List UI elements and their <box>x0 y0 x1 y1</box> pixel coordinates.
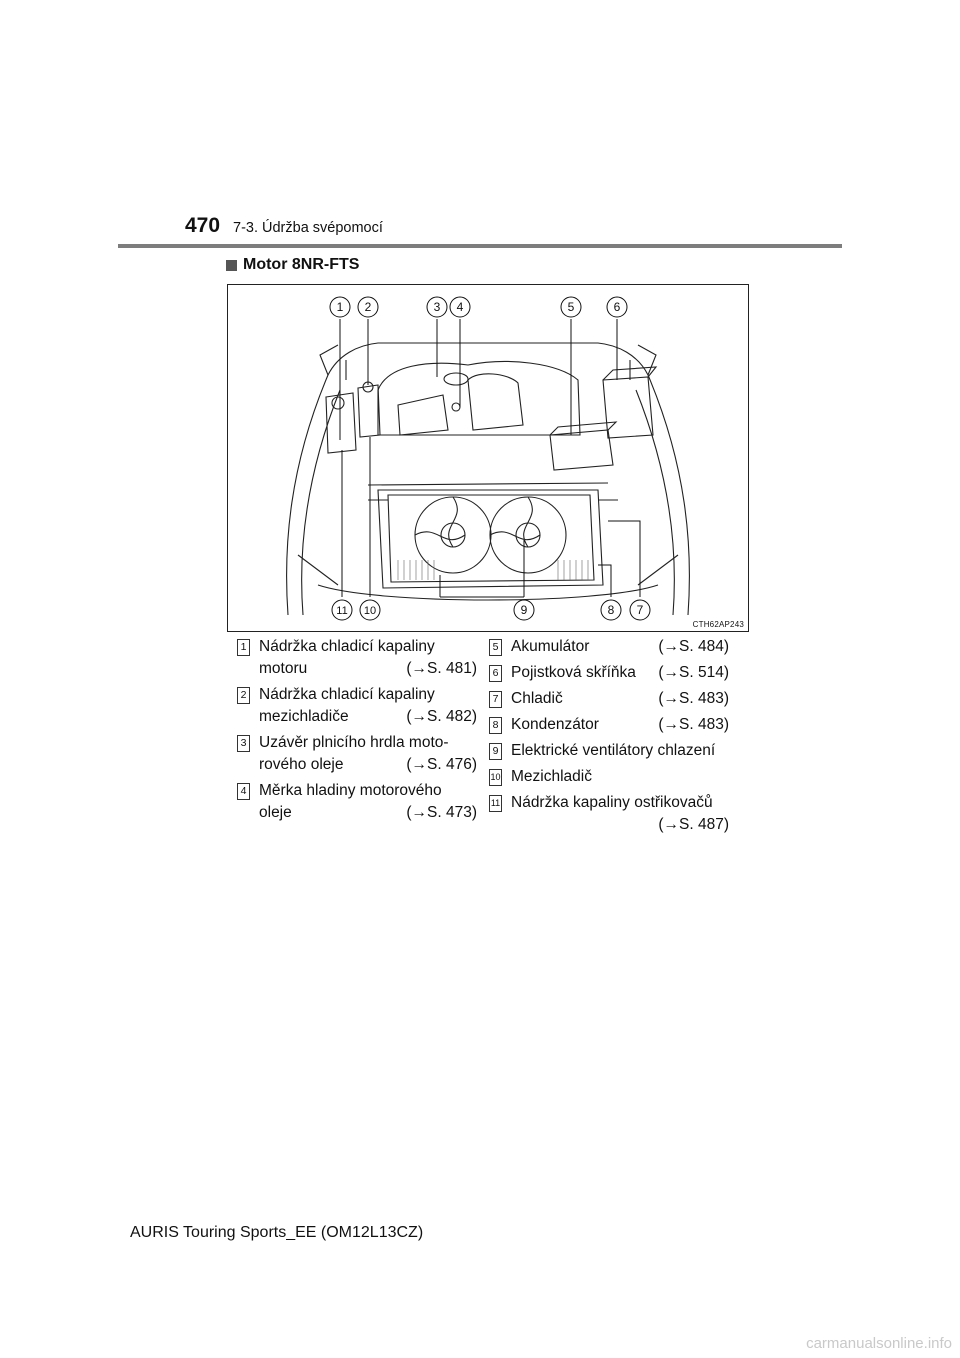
engine-bay-figure: 1 2 3 4 5 6 11 10 9 8 7 CTH62AP243 <box>227 284 749 632</box>
legend-text: Nádržka chladicí kapaliny <box>259 638 435 655</box>
section-heading: Motor 8NR-FTS <box>226 256 359 274</box>
legend-text: Chladič <box>511 690 563 707</box>
callout-6: 6 <box>614 300 621 314</box>
header-rule <box>118 244 842 248</box>
figure-code: CTH62AP243 <box>692 620 744 629</box>
legend-number: 10 <box>489 769 502 786</box>
legend-text: Pojistková skříňka <box>511 664 636 681</box>
legend-number: 4 <box>237 783 250 800</box>
callout-11: 11 <box>336 605 347 617</box>
page-reference: (→S. 484) <box>658 638 729 655</box>
legend-text: mezichladiče <box>259 708 349 725</box>
legend-text: oleje <box>259 804 292 821</box>
legend-number: 9 <box>489 743 502 760</box>
page-reference: (→S. 481) <box>406 660 477 677</box>
callout-9: 9 <box>521 603 528 617</box>
page-number: 470 <box>185 214 221 237</box>
callout-1: 1 <box>337 300 344 314</box>
heading-text: Motor 8NR-FTS <box>243 256 360 273</box>
page-reference: (→S. 482) <box>406 708 477 725</box>
page-reference: (→S. 476) <box>406 756 477 773</box>
legend-number: 5 <box>489 639 502 656</box>
legend-text: Akumulátor <box>511 638 590 655</box>
legend-number: 8 <box>489 717 502 734</box>
callout-7: 7 <box>637 603 644 617</box>
legend-text: Měrka hladiny motorového <box>259 782 442 799</box>
engine-bay-illustration: 1 2 3 4 5 6 11 10 9 8 7 <box>286 296 690 621</box>
watermark: carmanualsonline.info <box>806 1335 952 1352</box>
section-title: 7-3. Údržba svépomocí <box>233 220 383 236</box>
footer-model-code: AURIS Touring Sports_EE (OM12L13CZ) <box>130 1224 424 1241</box>
callout-4: 4 <box>457 300 464 314</box>
legend-number: 1 <box>237 639 250 656</box>
page-reference: (→S. 487) <box>658 816 729 833</box>
callout-2: 2 <box>365 300 372 314</box>
page-reference: (→S. 473) <box>406 804 477 821</box>
legend-text: Nádržka chladicí kapaliny <box>259 686 435 703</box>
legend-text: Uzávěr plnicího hrdla moto- <box>259 734 449 751</box>
legend-text: Mezichladič <box>511 768 592 785</box>
legend-number: 6 <box>489 665 502 682</box>
page-reference: (→S. 483) <box>658 690 729 707</box>
callout-10: 10 <box>364 605 376 617</box>
legend-number: 7 <box>489 691 502 708</box>
page-reference: (→S. 483) <box>658 716 729 733</box>
square-bullet-icon <box>226 259 237 271</box>
page-reference: (→S. 514) <box>658 664 729 681</box>
legend-number: 3 <box>237 735 250 752</box>
legend-number: 11 <box>489 795 502 812</box>
legend-text: Elektrické ventilátory chlazení <box>511 742 716 759</box>
legend-text: Kondenzátor <box>511 716 599 733</box>
callout-5: 5 <box>568 300 575 314</box>
legend-number: 2 <box>237 687 250 704</box>
legend-text: Nádržka kapaliny ostřikovačů <box>511 794 713 811</box>
callout-3: 3 <box>434 300 441 314</box>
legend-text: rového oleje <box>259 756 344 773</box>
legend-text: motoru <box>259 660 308 677</box>
callout-8: 8 <box>608 603 615 617</box>
